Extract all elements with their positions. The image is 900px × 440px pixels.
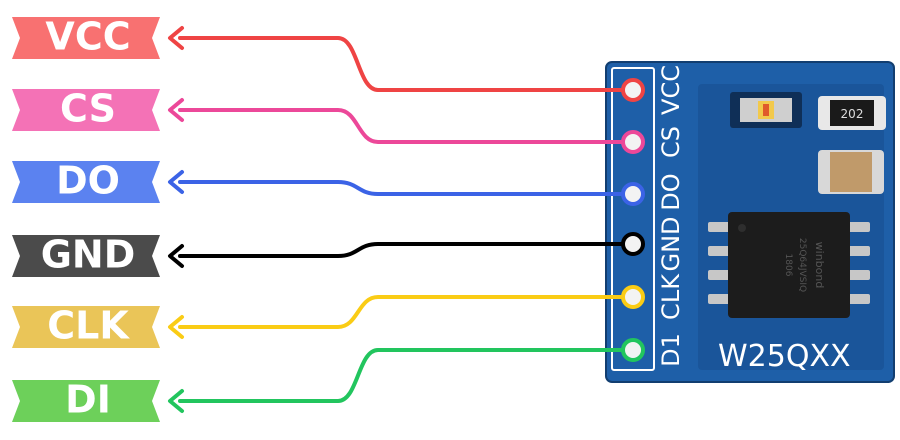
wires: [178, 36, 630, 403]
label-banner-do: [12, 161, 160, 203]
pin-header-outline: [611, 67, 655, 371]
wire-do: [178, 180, 630, 196]
arrow-gnd: [168, 244, 184, 268]
wire-clk: [178, 295, 630, 329]
arrow-vcc: [168, 26, 184, 50]
wire-cs: [178, 108, 630, 144]
resistor-marking: 202: [841, 107, 864, 121]
label-text-do: DO: [56, 159, 120, 203]
wire-gnd: [178, 242, 630, 258]
arrow-heads: [168, 26, 184, 413]
label-banner-di: [12, 380, 160, 422]
chip-marking-part: 25Q64JVSIQ: [797, 238, 807, 292]
label-banner-gnd: [12, 235, 160, 277]
flash-module-board: 202 winbond 25Q64JVSIQ 1806: [605, 61, 895, 383]
pin-pad-di: [621, 338, 645, 362]
board-model-label: W25QXX: [718, 339, 851, 374]
capacitor-component: [818, 150, 884, 194]
flash-chip: winbond 25Q64JVSIQ 1806: [728, 212, 850, 318]
pin-pad-do: [621, 182, 645, 206]
board-label-gnd: GND: [657, 216, 685, 271]
arrow-cs: [168, 98, 184, 122]
label-banner-cs: [12, 89, 160, 131]
pin-pad-cs: [621, 130, 645, 154]
chip-pin1-dot: [738, 224, 746, 232]
board-label-vcc: VCC: [657, 65, 685, 115]
led-component: [730, 92, 802, 128]
resistor-component: 202: [818, 96, 886, 130]
board-label-do: DO: [657, 173, 685, 210]
board-label-d1: D1: [657, 333, 685, 367]
board-pin-labels: VCC CS DO GND CLK D1: [657, 65, 685, 367]
label-text-cs: CS: [60, 87, 116, 131]
chip-marking-brand: winbond: [813, 242, 826, 289]
wire-di: [178, 348, 630, 403]
label-text-clk: CLK: [47, 304, 130, 348]
chip-marking-date: 1806: [783, 254, 793, 277]
board-label-clk: CLK: [657, 273, 685, 320]
label-banner-clk: [12, 306, 160, 348]
label-text-di: DI: [65, 378, 111, 422]
pin-pad-vcc: [621, 78, 645, 102]
pin-pads: [621, 78, 645, 362]
label-banner-vcc: [12, 17, 160, 59]
arrow-di: [168, 389, 184, 413]
board-label-cs: CS: [657, 126, 685, 158]
pin-labels: VCC CS DO GND CLK DI: [12, 15, 160, 422]
arrow-do: [168, 170, 184, 194]
pin-pad-clk: [621, 285, 645, 309]
label-text-gnd: GND: [41, 233, 136, 277]
arrow-clk: [168, 315, 184, 339]
label-text-vcc: VCC: [45, 15, 130, 59]
pin-pad-gnd: [621, 232, 645, 256]
wire-vcc: [178, 36, 630, 92]
